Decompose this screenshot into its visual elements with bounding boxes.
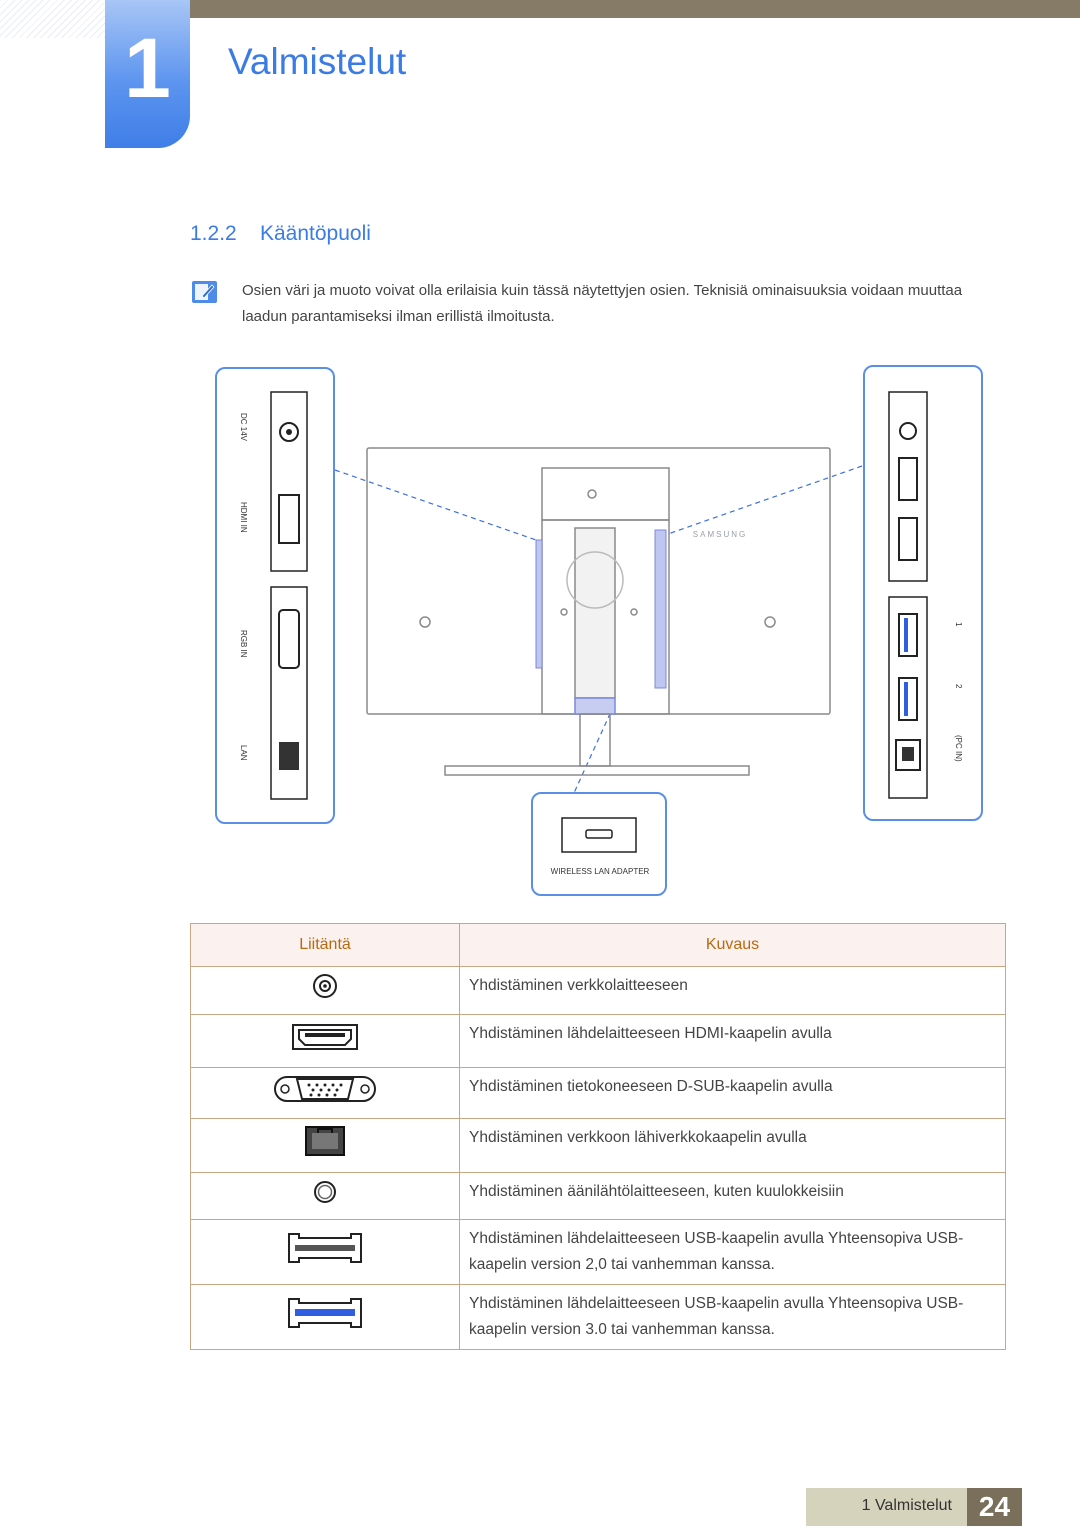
table-row: Yhdistäminen verkkoon lähiverkkokaapelin… <box>190 1118 1006 1173</box>
row-description: Yhdistäminen lähdelaitteeseen USB-kaapel… <box>459 1284 1006 1350</box>
headphone-port-icon <box>899 422 917 440</box>
dsub-port-icon <box>190 1067 460 1119</box>
table-row: Yhdistäminen lähdelaitteeseen USB-kaapel… <box>190 1219 1006 1285</box>
row-description: Yhdistäminen verkkoon lähiverkkokaapelin… <box>459 1118 1006 1173</box>
wireless-adapter-panel: WIRELESS LAN ADAPTER <box>531 792 667 896</box>
brand-logo: SAMSUNG <box>693 530 747 539</box>
label-usb3-1: 1 <box>954 622 963 627</box>
note-pencil-icon <box>192 281 217 303</box>
section-heading: 1.2.2 Kääntöpuoli <box>190 219 371 249</box>
table-row: Yhdistäminen äänilähtölaitteeseen, kuten… <box>190 1172 1006 1220</box>
right-port-panel: 1 2 (PC IN) <box>863 365 983 821</box>
monitor-back-figure: SAMSUNG DC 14V HDMI IN RGB IN LAN 1 2 (P… <box>215 365 983 896</box>
note-text: Osien väri ja muoto voivat olla erilaisi… <box>242 282 963 325</box>
table-row: Yhdistäminen tietokoneeseen D-SUB-kaapel… <box>190 1067 1006 1119</box>
left-port-panel: DC 14V HDMI IN RGB IN LAN <box>215 367 335 824</box>
hdmi-port-icon <box>278 494 300 544</box>
chapter-tab <box>105 0 190 148</box>
table-row: Yhdistäminen lähdelaitteeseen HDMI-kaape… <box>190 1014 1006 1068</box>
label-pc-in: (PC IN) <box>954 735 963 762</box>
side-port-strips <box>535 529 667 689</box>
label-dc: DC 14V <box>239 413 248 442</box>
header-liitanta: Liitäntä <box>190 923 460 967</box>
row-description: Yhdistäminen lähdelaitteeseen HDMI-kaape… <box>459 1014 1006 1068</box>
row-description: Yhdistäminen äänilähtölaitteeseen, kuten… <box>459 1172 1006 1220</box>
lan-port-icon <box>279 742 299 770</box>
label-lan: LAN <box>239 745 248 761</box>
page-number: 24 <box>967 1488 1022 1526</box>
vga-port-icon <box>278 609 300 669</box>
label-rgb: RGB IN <box>239 630 248 658</box>
usb2-port-icon <box>190 1219 460 1285</box>
footer-chapter-label: 1 Valmistelut <box>861 1497 952 1514</box>
header-kuvaus: Kuvaus <box>459 923 1006 967</box>
hdmi-port-icon <box>190 1014 460 1068</box>
connector-table: Liitäntä Kuvaus Yhdistäminen verkkolaitt… <box>190 923 1006 1350</box>
callout-lines <box>334 465 863 794</box>
usb2-port-icon-1 <box>898 457 918 501</box>
label-hdmi: HDMI IN <box>239 502 248 533</box>
row-description: Yhdistäminen tietokoneeseen D-SUB-kaapel… <box>459 1067 1006 1119</box>
section-number: 1.2.2 <box>190 222 237 245</box>
header-hatch <box>0 0 105 38</box>
table-row: Yhdistäminen verkkolaitteeseen <box>190 966 1006 1015</box>
usb-b-port-icon <box>895 739 921 771</box>
section-title: Kääntöpuoli <box>260 222 371 245</box>
usb3-port-icon-1 <box>898 613 918 657</box>
audio-jack-icon <box>190 1172 460 1220</box>
label-wireless-adapter: WIRELESS LAN ADAPTER <box>551 867 650 876</box>
chapter-number: 1 <box>124 21 171 115</box>
label-usb3-2: 2 <box>954 684 963 689</box>
header-bar <box>190 0 1080 18</box>
table-row: Yhdistäminen lähdelaitteeseen USB-kaapel… <box>190 1284 1006 1350</box>
row-description: Yhdistäminen lähdelaitteeseen USB-kaapel… <box>459 1219 1006 1285</box>
monitor-body <box>366 447 831 776</box>
usb3-port-icon <box>190 1284 460 1350</box>
chapter-title: Valmistelut <box>228 41 407 82</box>
dc-port-icon <box>279 422 299 442</box>
table-header-row: Liitäntä Kuvaus <box>190 923 1006 967</box>
note-pencil-glyph <box>195 284 215 300</box>
usb3-port-icon-2 <box>898 677 918 721</box>
row-description: Yhdistäminen verkkolaitteeseen <box>459 966 1006 1015</box>
lan-port-icon <box>190 1118 460 1173</box>
dc-power-port-icon <box>190 966 460 1015</box>
usb2-port-icon-2 <box>898 517 918 561</box>
